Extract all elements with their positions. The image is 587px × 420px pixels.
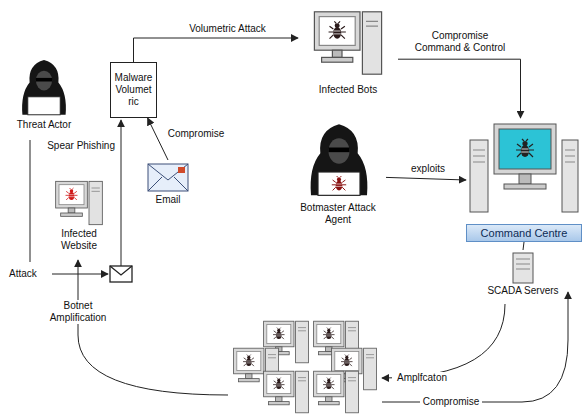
website-computer: [56, 181, 103, 224]
infected-website: Infected Website: [46, 178, 112, 252]
node-label: Email: [140, 194, 196, 206]
edge-label: exploits: [403, 163, 453, 175]
edge-label: Volumetric Attack: [180, 23, 275, 35]
amplification-arrow: [382, 304, 505, 378]
threat-actor-figure: [22, 60, 66, 115]
connector: [134, 38, 299, 62]
drawing-part: [519, 174, 531, 184]
botmaster: Botmaster Attack Agent: [290, 118, 386, 226]
botnet-cluster: [234, 321, 377, 413]
connector: [398, 59, 521, 118]
spear-phishing-arrow: [121, 120, 122, 266]
drawing-part: [473, 150, 485, 162]
annotation-label: Compromise: [420, 396, 482, 408]
connector: [523, 242, 524, 250]
scada-server-icon: [513, 253, 533, 283]
laptop-bug: [332, 176, 346, 190]
drawing-part: [470, 140, 488, 212]
email: Email: [140, 160, 196, 206]
bot-computer: [314, 12, 381, 74]
annotation-label: Attack: [8, 268, 48, 280]
drawing-part: [314, 371, 359, 413]
node-label: Infected Website: [46, 228, 112, 252]
node-label: SCADA Servers: [483, 285, 563, 297]
node-label: Command Centre: [466, 224, 582, 242]
drawing-part: [504, 184, 546, 189]
drawing-part: [565, 150, 575, 162]
email-icon: [148, 164, 188, 191]
drawing-part: [148, 164, 188, 191]
connector: [386, 177, 466, 180]
annotation-label: Spear Phishing: [40, 140, 116, 152]
malware-box: Malware Volumetric: [110, 62, 157, 118]
drawing-part: [513, 253, 533, 283]
drawing-part: [178, 167, 185, 173]
envelope-icon: [110, 266, 132, 282]
drawing-part: [516, 259, 530, 269]
scada-servers: SCADA Servers: [483, 250, 563, 297]
node-label: Infected Bots: [298, 84, 398, 96]
node-label: Malware Volumetric: [114, 72, 153, 108]
annotation-label: Botnet Amplification: [44, 300, 112, 324]
drawing-part: [494, 124, 556, 174]
drawing-part: [148, 177, 188, 191]
drawing-part: [264, 371, 309, 413]
compromise-arrow: [382, 292, 568, 402]
node-label: Botmaster Attack Agent: [290, 202, 386, 226]
drawing-part: [148, 164, 188, 180]
attack-line: [30, 140, 31, 262]
infected-bots: Infected Bots: [298, 4, 398, 96]
edge-label: Compromise: [166, 128, 226, 140]
drawing-part: [499, 129, 551, 169]
botnet-amplification-arrow: [78, 260, 228, 395]
connector: [148, 118, 168, 160]
command-centre-computers: [470, 124, 578, 212]
botmaster-figure: [311, 124, 368, 195]
drawing-part: [562, 140, 578, 212]
drawing-part: [516, 139, 534, 157]
attack-arrow: [52, 274, 108, 275]
threat-actor: Threat Actor: [5, 55, 83, 131]
edge-label: Compromise Command & Control: [410, 30, 510, 54]
node-label: Threat Actor: [5, 119, 83, 131]
annotation-label: Amplfcaton: [392, 372, 452, 384]
command-centre: Command Centre: [466, 118, 582, 242]
drawing-part: [110, 266, 132, 275]
drawing-part: [110, 266, 132, 282]
